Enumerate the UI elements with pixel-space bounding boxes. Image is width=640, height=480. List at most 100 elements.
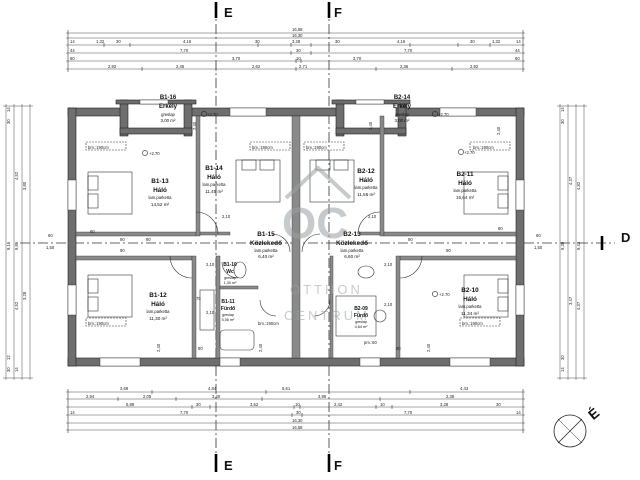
- svg-text:14: 14: [516, 410, 521, 415]
- svg-text:30: 30: [6, 119, 11, 124]
- watermark-line-1: OTTHON: [290, 282, 363, 297]
- svg-text:bm.:190cm: bm.:190cm: [258, 321, 279, 326]
- svg-text:B2-13: B2-13: [343, 231, 361, 238]
- svg-text:60: 60: [90, 229, 95, 234]
- svg-text:+2.70: +2.70: [438, 112, 449, 117]
- svg-text:+2.70: +2.70: [464, 150, 475, 155]
- north-label: É: [585, 404, 602, 422]
- svg-text:9,30: 9,30: [560, 241, 565, 250]
- svg-text:6,60 m²: 6,60 m²: [344, 254, 360, 259]
- svg-text:2,62: 2,62: [252, 64, 261, 69]
- svg-text:7,70: 7,70: [180, 410, 189, 415]
- svg-text:Háló: Háló: [359, 177, 373, 184]
- svg-text:4,82: 4,82: [576, 181, 581, 190]
- svg-text:5,51: 5,51: [282, 386, 291, 391]
- svg-text:1,50: 1,50: [46, 245, 55, 250]
- svg-text:7,70: 7,70: [404, 48, 413, 53]
- svg-text:14: 14: [560, 107, 565, 112]
- svg-text:B1-11: B1-11: [221, 299, 235, 305]
- svg-text:Közlekedő: Közlekedő: [250, 240, 282, 247]
- svg-text:Háló: Háló: [458, 180, 472, 187]
- annotations: bm.:190cm bm.:190cm bm.:190cm bm.:190cm …: [46, 112, 543, 352]
- north-arrow: É: [553, 404, 602, 448]
- svg-text:lam.parketta: lam.parketta: [453, 188, 477, 193]
- svg-text:lam.parketta: lam.parketta: [146, 309, 170, 314]
- svg-text:2,40: 2,40: [156, 343, 161, 352]
- svg-text:greslap: greslap: [395, 112, 409, 117]
- svg-text:+2.70: +2.70: [207, 112, 218, 117]
- svg-text:Wc: Wc: [226, 269, 234, 275]
- svg-text:4,16: 4,16: [183, 39, 192, 44]
- svg-text:3,40: 3,40: [212, 394, 221, 399]
- svg-text:2,40: 2,40: [496, 126, 501, 135]
- svg-text:lam.parketta: lam.parketta: [148, 195, 172, 200]
- svg-text:5,88: 5,88: [126, 402, 135, 407]
- svg-text:2,40: 2,40: [368, 121, 373, 130]
- svg-text:10: 10: [295, 402, 300, 407]
- svg-text:+2.70: +2.70: [149, 151, 160, 156]
- svg-text:4,52: 4,52: [14, 171, 19, 180]
- svg-text:60: 60: [70, 56, 75, 61]
- svg-text:2,10: 2,10: [222, 214, 231, 219]
- dim-top-total-a: 16,58: [292, 27, 303, 32]
- svg-text:Erkély: Erkély: [159, 104, 178, 110]
- svg-text:4,64 m²: 4,64 m²: [355, 325, 369, 329]
- svg-text:3,28: 3,28: [440, 402, 449, 407]
- svg-text:30: 30: [6, 367, 11, 372]
- svg-text:12: 12: [6, 355, 11, 360]
- svg-text:lam.parketta: lam.parketta: [354, 185, 378, 190]
- svg-text:4,52: 4,52: [14, 301, 19, 310]
- svg-text:30: 30: [470, 39, 475, 44]
- svg-text:Fürdő: Fürdő: [221, 306, 235, 312]
- svg-text:90: 90: [198, 346, 203, 351]
- svg-text:3,68: 3,68: [120, 386, 129, 391]
- svg-text:bm.:190cm: bm.:190cm: [88, 145, 109, 150]
- svg-text:90: 90: [446, 248, 451, 253]
- svg-text:30: 30: [296, 48, 301, 53]
- section-label-e-bottom: E: [224, 458, 233, 473]
- svg-text:1,30 m²: 1,30 m²: [224, 281, 238, 285]
- svg-text:Háló: Háló: [463, 296, 477, 303]
- svg-text:75: 75: [196, 296, 201, 301]
- watermark-line-2: CENTRUM: [284, 308, 370, 323]
- svg-text:10: 10: [296, 56, 301, 61]
- svg-text:Háló: Háló: [153, 187, 167, 194]
- svg-text:14: 14: [560, 367, 565, 372]
- svg-text:90: 90: [408, 237, 413, 242]
- svg-text:2,92: 2,92: [470, 64, 479, 69]
- svg-text:Erkély: Erkély: [393, 104, 412, 110]
- svg-text:3,95: 3,95: [318, 394, 327, 399]
- svg-text:2,40: 2,40: [258, 343, 263, 352]
- svg-text:90: 90: [146, 237, 151, 242]
- svg-text:2,10: 2,10: [384, 302, 393, 307]
- svg-text:2,71: 2,71: [299, 64, 308, 69]
- svg-text:3,70: 3,70: [353, 56, 362, 61]
- svg-text:B1-15: B1-15: [257, 231, 275, 238]
- svg-text:lam.parketta: lam.parketta: [202, 182, 226, 187]
- svg-text:1,32: 1,32: [492, 39, 501, 44]
- svg-text:3,80: 3,80: [22, 181, 27, 190]
- room-labels: B1-16 Erkély greslap 3,00 m² B2-14 Erkél…: [146, 95, 482, 329]
- svg-text:90: 90: [120, 248, 125, 253]
- svg-text:4,16: 4,16: [397, 39, 406, 44]
- svg-text:bm.:190cm: bm.:190cm: [88, 321, 109, 326]
- svg-text:lam.parketta: lam.parketta: [458, 304, 482, 309]
- svg-text:B1-10: B1-10: [223, 262, 237, 268]
- svg-text:44: 44: [515, 48, 520, 53]
- svg-text:2,40: 2,40: [192, 121, 197, 130]
- svg-text:lam.parketta: lam.parketta: [254, 248, 278, 253]
- furniture: [85, 141, 511, 351]
- svg-text:2,36: 2,36: [400, 64, 409, 69]
- svg-text:B2-09: B2-09: [354, 306, 368, 312]
- svg-text:2,10: 2,10: [206, 310, 215, 315]
- svg-text:bm.:190cm: bm.:190cm: [473, 145, 494, 150]
- svg-text:14,52 m²: 14,52 m²: [151, 202, 170, 207]
- svg-text:30: 30: [196, 402, 201, 407]
- svg-text:30: 30: [116, 39, 121, 44]
- svg-text:B2-12: B2-12: [357, 168, 375, 175]
- svg-text:30: 30: [296, 410, 301, 415]
- svg-text:Háló: Háló: [151, 301, 165, 308]
- svg-text:30: 30: [335, 39, 340, 44]
- svg-text:9,86: 9,86: [14, 241, 19, 250]
- level-markers: [142, 111, 464, 297]
